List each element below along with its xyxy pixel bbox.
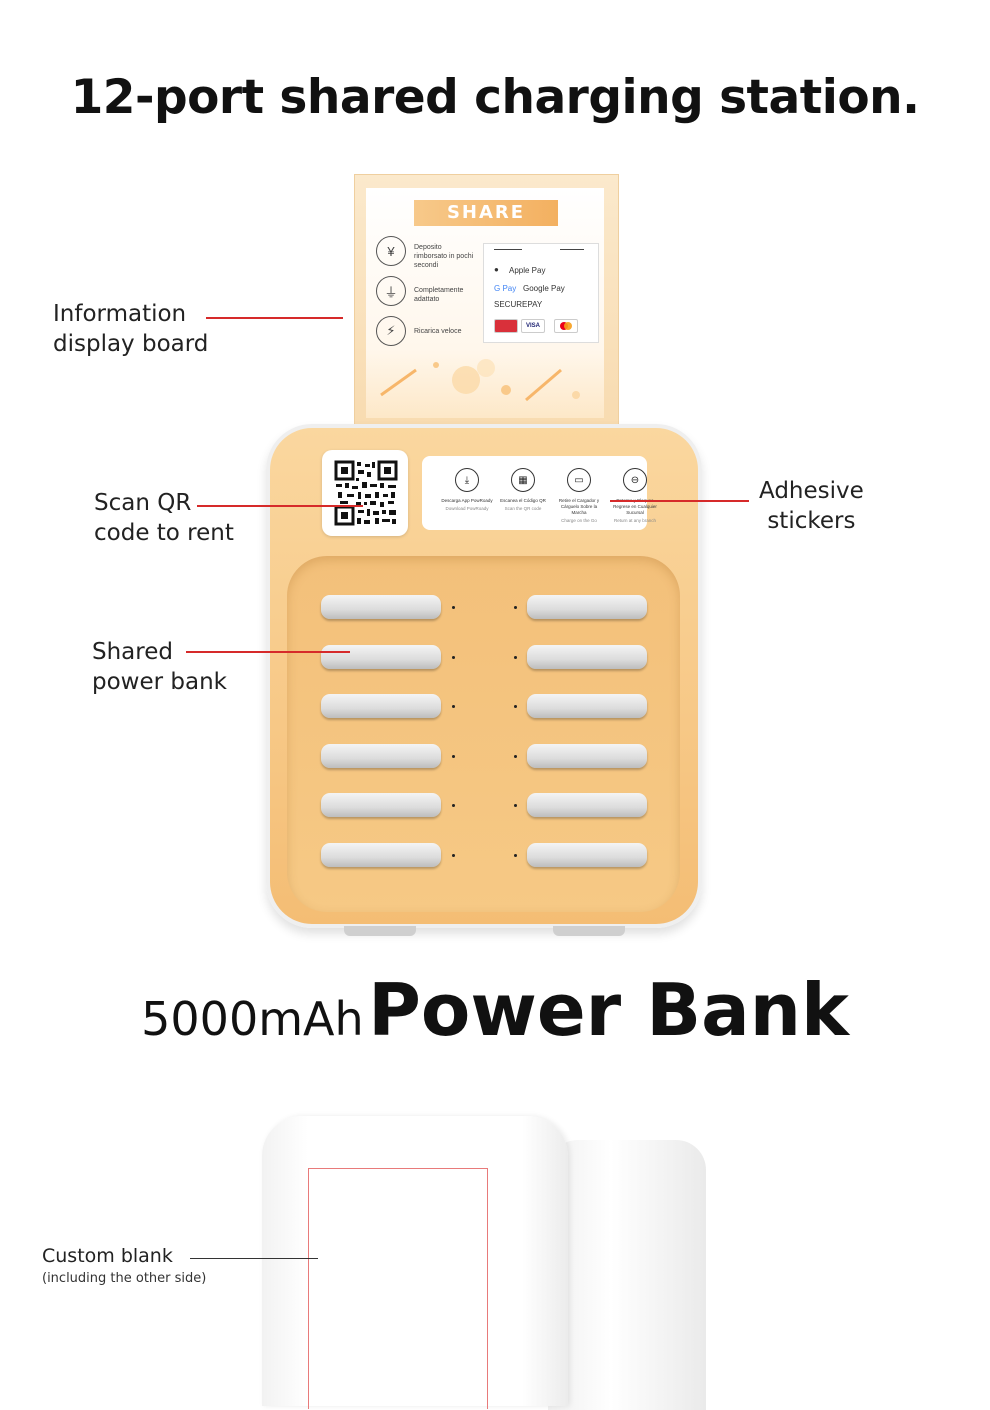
power-bank-back (548, 1140, 706, 1410)
slot-indicator-dot (514, 755, 517, 758)
shared-power-bank[interactable] (527, 793, 647, 817)
mastercard-icon (554, 319, 578, 333)
feature-text: Deposito rimborsato in pochi secondi (414, 244, 474, 269)
shared-power-bank[interactable] (321, 744, 441, 768)
shared-power-bank[interactable] (527, 694, 647, 718)
callout-line (206, 317, 343, 319)
power-bank-heading: Power Bank (368, 968, 849, 1052)
apple-icon: ● (494, 265, 499, 274)
shared-power-bank[interactable] (321, 694, 441, 718)
slot-indicator-dot (514, 804, 517, 807)
download-icon: ⤓ (455, 468, 479, 492)
board-decoration (380, 359, 580, 402)
feature-text: Ricarica veloce (414, 328, 462, 335)
qr-code-icon (334, 460, 398, 526)
shared-power-bank[interactable] (527, 595, 647, 619)
custom-blank-area (308, 1168, 488, 1409)
cables-icon: ⏚ (376, 276, 406, 306)
return-icon: ⊖ (623, 468, 647, 492)
slot-indicator-dot (514, 656, 517, 659)
callout-line (610, 500, 749, 502)
callout-line (190, 1258, 318, 1259)
slot-indicator-dot (452, 804, 455, 807)
qr-icon: ▦ (511, 468, 535, 492)
shared-power-bank[interactable] (527, 744, 647, 768)
slot-indicator-dot (514, 705, 517, 708)
slot-indicator-dot (514, 606, 517, 609)
step-subtext: Download PowRoady (445, 506, 489, 511)
yen-icon: ¥ (376, 236, 406, 266)
step-subtext: Scan the QR code (504, 506, 542, 511)
slot-indicator-dot (452, 854, 455, 857)
payment-google-pay: Google Pay (523, 284, 565, 293)
shared-power-bank[interactable] (527, 645, 647, 669)
step-subtext: Return at any branch (613, 518, 657, 523)
share-badge: SHARE (414, 200, 558, 226)
qr-code-panel[interactable] (322, 450, 408, 536)
shared-power-bank[interactable] (321, 793, 441, 817)
slot-indicator-dot (514, 854, 517, 857)
slot-indicator-dot (452, 656, 455, 659)
station-foot (553, 926, 625, 936)
capacity-text: 5000mAh (141, 992, 364, 1046)
divider (560, 249, 584, 250)
google-pay-icon: G Pay (494, 284, 517, 293)
power-bank-front (262, 1116, 568, 1406)
payment-securepay: SECUREPAY (494, 300, 543, 309)
page-title: 12-port shared charging station. (70, 70, 920, 125)
payment-apple-pay: Apple Pay (509, 266, 546, 275)
power-bank-title: 5000mAh Power Bank (0, 968, 990, 1052)
charger-icon: ▭ (567, 468, 591, 492)
adhesive-sticker (422, 456, 647, 530)
shared-power-bank[interactable] (321, 595, 441, 619)
slot-indicator-dot (452, 755, 455, 758)
visa-icon: VISA (521, 319, 545, 333)
shared-power-bank[interactable] (321, 843, 441, 867)
slot-indicator-dot (452, 705, 455, 708)
callout-line (186, 651, 350, 653)
step-text: Descarga App PowRoady (441, 498, 493, 503)
lightning-icon: ⚡ (376, 316, 406, 346)
sticker-steps: ⤓ Descarga App PowRoady Download PowRoad… (441, 468, 661, 524)
divider (494, 249, 522, 250)
step-subtext: Charge on the Go (561, 518, 597, 523)
station-foot (344, 926, 416, 936)
feature-text: Completamente adattato (414, 287, 464, 303)
step-text: Retire el Cargador y Cárguelo Sobre la M… (558, 498, 600, 515)
callout-line (197, 505, 363, 507)
slot-indicator-dot (452, 606, 455, 609)
shared-power-bank[interactable] (527, 843, 647, 867)
label-custom-blank: Custom blank (including the other side) (42, 1245, 207, 1286)
shared-power-bank[interactable] (321, 645, 441, 669)
step-text: Escanea el Código QR (500, 498, 546, 503)
unionpay-icon (494, 319, 518, 333)
